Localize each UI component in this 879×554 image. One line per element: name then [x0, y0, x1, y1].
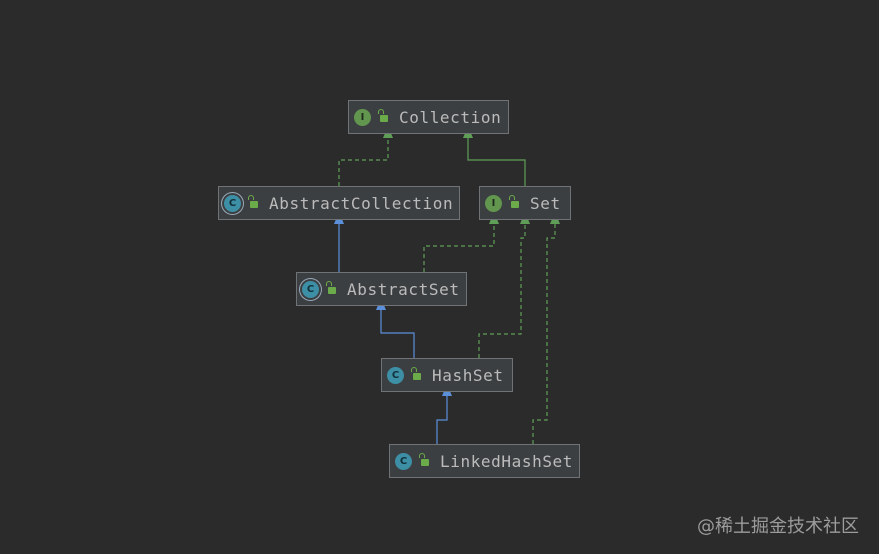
node-label: Set [530, 193, 561, 213]
public-lock-icon [509, 194, 519, 208]
edge-abstract_set-to-set [423, 224, 495, 272]
edge-set-to-collection [467, 138, 526, 186]
interface-icon: I [354, 108, 371, 126]
edge-hash_set-to-set [478, 224, 526, 358]
interface-icon: I [485, 194, 502, 212]
node-abstract-collection[interactable]: C AbstractCollection [218, 186, 460, 220]
node-label: HashSet [432, 365, 504, 385]
public-lock-icon [378, 108, 388, 122]
node-collection[interactable]: I Collection [348, 100, 509, 134]
node-linked-hash-set[interactable]: C LinkedHashSet [389, 444, 580, 478]
public-lock-icon [248, 194, 258, 208]
public-lock-icon [326, 280, 336, 294]
node-set[interactable]: I Set [479, 186, 571, 220]
node-label: LinkedHashSet [440, 451, 574, 471]
edge-abstract_collection-to-collection [338, 138, 389, 186]
edge-linked_hash_set-to-hash_set [436, 396, 448, 444]
node-hash-set[interactable]: C HashSet [381, 358, 513, 392]
node-label: AbstractCollection [269, 193, 454, 213]
abstract-class-icon: C [224, 194, 241, 212]
abstract-class-icon: C [302, 280, 319, 298]
class-icon: C [387, 366, 404, 384]
node-abstract-set[interactable]: C AbstractSet [296, 272, 467, 306]
edge-hash_set-to-abstract_set [380, 310, 415, 358]
node-label: Collection [399, 107, 502, 127]
watermark: @稀土掘金技术社区 [697, 516, 859, 537]
public-lock-icon [411, 366, 421, 380]
node-label: AbstractSet [347, 279, 460, 299]
edge-linked_hash_set-to-set [532, 224, 556, 444]
public-lock-icon [419, 452, 429, 466]
class-icon: C [395, 452, 412, 470]
